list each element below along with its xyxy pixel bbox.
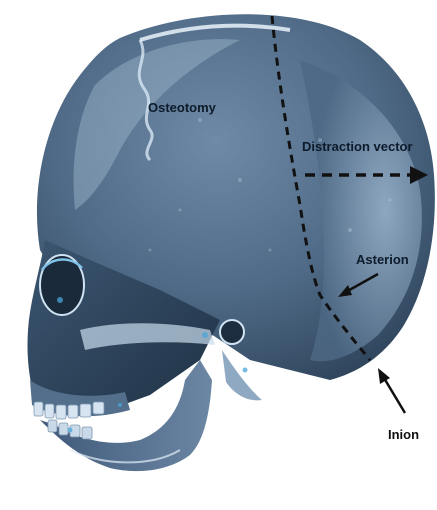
inion-arrow-line [384, 378, 405, 413]
auditory-meatus [220, 320, 244, 344]
asterion-label: Asterion [356, 253, 409, 266]
inion-label: Inion [388, 428, 419, 441]
osteotomy-label: Osteotomy [148, 101, 216, 114]
distraction-vector-label: Distraction vector [302, 140, 413, 153]
inion-arrowhead [378, 368, 390, 384]
